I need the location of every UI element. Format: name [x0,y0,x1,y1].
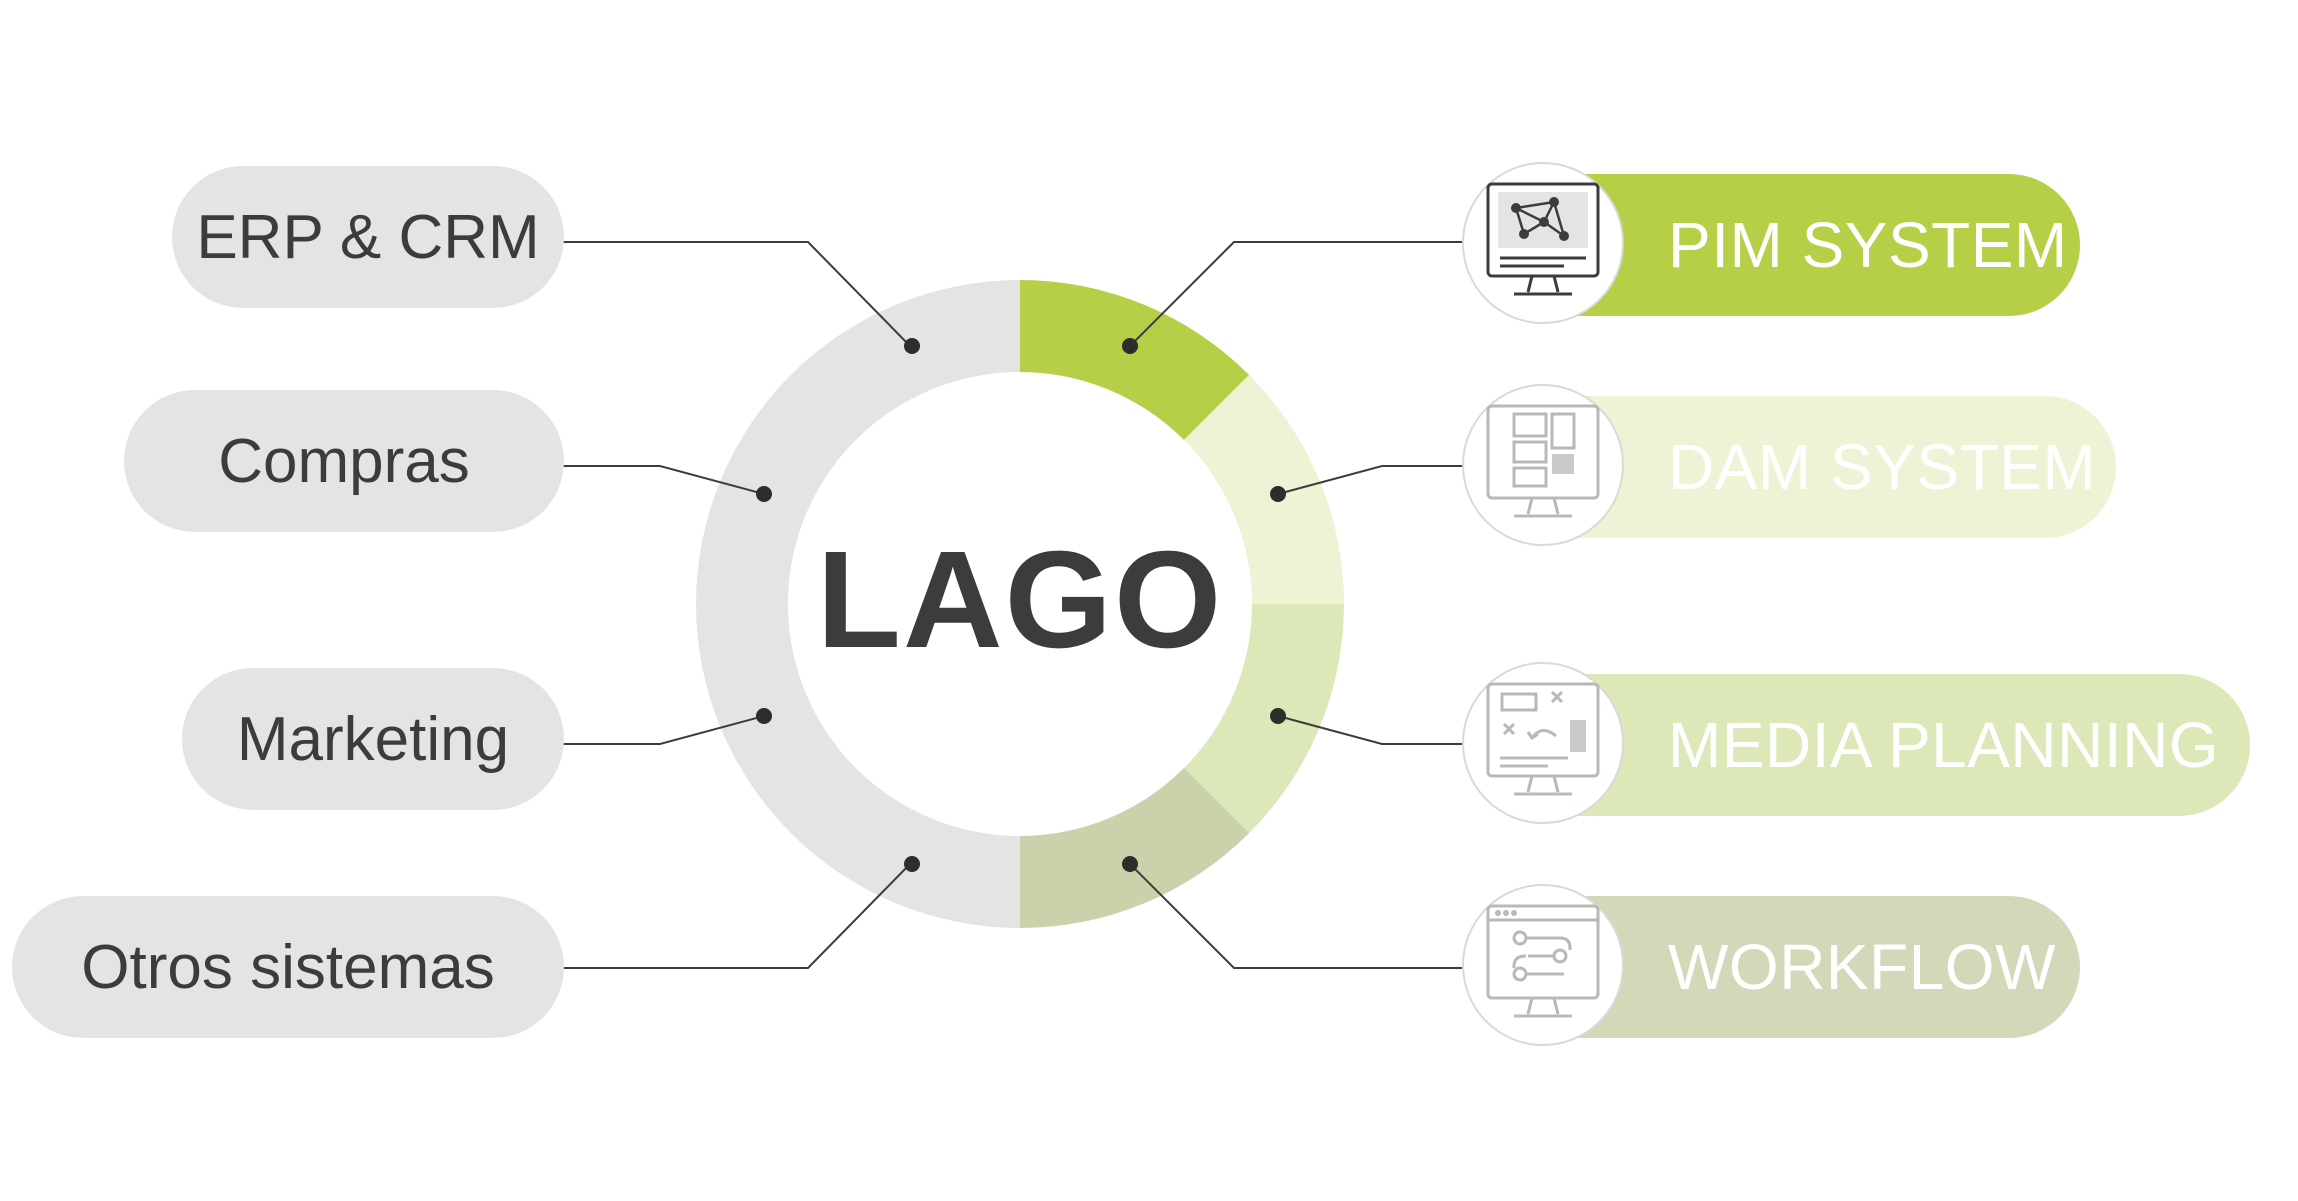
connector-dot-erp-crm [904,338,920,354]
center-title: LAGO [816,522,1224,677]
pill-otros-sistemas: Otros sistemas [12,896,564,1038]
pill-marketing: Marketing [182,668,564,810]
pill-label: Marketing [236,704,510,774]
connector-dot-otros-sistemas [904,856,920,872]
pill-label: DAM SYSTEM [1668,431,2097,503]
network-monitor-icon [1462,162,1624,324]
ring-segment-pim [1020,280,1250,440]
pill-label: Otros sistemas [81,932,495,1002]
pill-label: PIM SYSTEM [1668,209,2068,281]
connector-dot-media [1270,708,1286,724]
pill-erp-crm: ERP & CRM [172,166,564,308]
ring-segment-media [1184,604,1344,834]
workflow-monitor-icon [1462,884,1624,1046]
connector-media [1277,715,1462,745]
pill-label: WORKFLOW [1668,931,2056,1003]
pill-label: ERP & CRM [196,202,540,272]
connector-erp-crm [560,241,911,347]
connector-dot-pim [1122,338,1138,354]
ring-segment-dam [1184,374,1344,604]
connector-marketing [560,715,765,745]
media-plan-monitor-icon [1462,662,1624,824]
pill-label: Compras [218,426,470,496]
connector-dot-dam [1270,486,1286,502]
connector-workflow [1129,863,1462,969]
pill-compras: Compras [124,390,564,532]
asset-grid-monitor-icon [1462,384,1624,546]
connector-dot-compras [756,486,772,502]
ring-base [696,280,1020,928]
connector-otros-sistemas [560,863,911,969]
connector-dam [1277,465,1462,495]
ring [696,280,1344,928]
connector-compras [560,465,765,495]
connector-pim [1129,241,1462,347]
connector-dot-workflow [1122,856,1138,872]
connector-dot-marketing [756,708,772,724]
ring-segment-workflow [1020,768,1250,928]
pill-label: MEDIA PLANNING [1668,709,2220,781]
